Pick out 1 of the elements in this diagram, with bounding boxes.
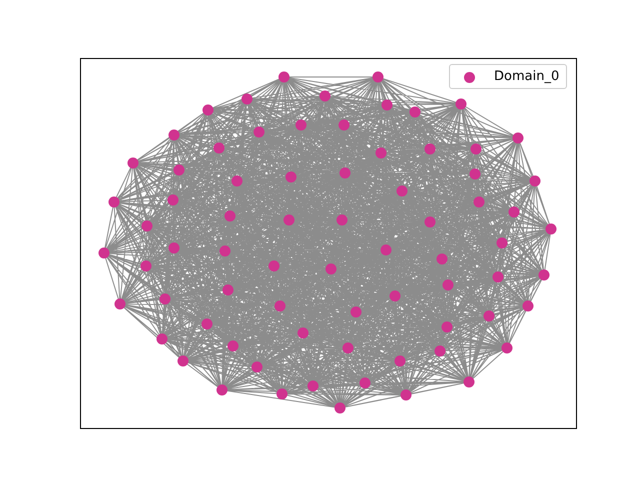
legend-label: Domain_0 [494,69,560,84]
